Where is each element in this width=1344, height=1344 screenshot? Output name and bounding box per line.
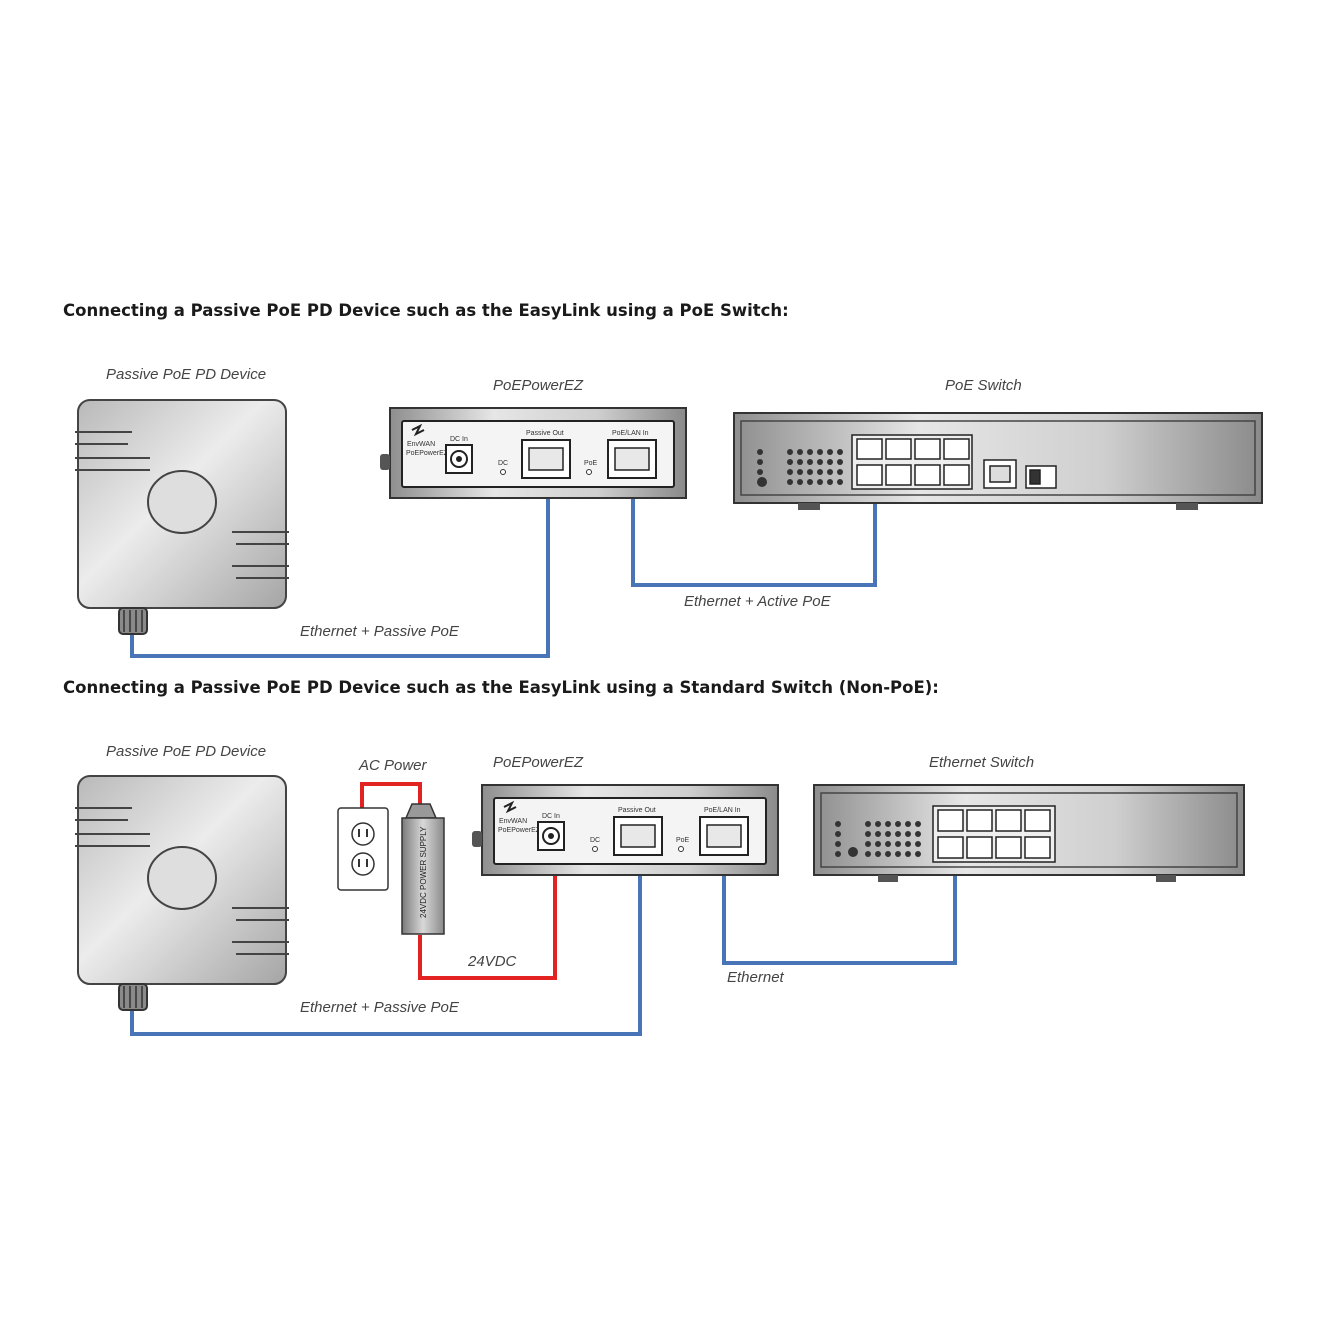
s2-24vdc-power-supply: 24VDC POWER SUPPLY [401, 803, 445, 935]
s2-passive-out-text: Passive Out [618, 807, 656, 814]
s2-cable-ethernet-passive-poe [130, 855, 642, 1036]
s1-cable-device-label: Ethernet + Passive PoE [300, 623, 459, 640]
s1-passive-out-text: Passive Out [526, 430, 564, 437]
s1-poe-led-text: PoE [584, 460, 598, 467]
s1-poe-switch [733, 412, 1263, 510]
s2-poe-lan-in-text: PoE/LAN In [704, 807, 741, 814]
s2-poe-led-text: PoE [676, 837, 690, 844]
s2-dc-led-text: DC [590, 837, 600, 844]
s2-device-label: Passive PoE PD Device [106, 743, 267, 760]
s2-cable-ethernet [722, 855, 957, 965]
s1-poe-lan-in-text: PoE/LAN In [612, 430, 649, 437]
s1-passive-poe-pd-device [75, 399, 289, 635]
s2-switch-label: Ethernet Switch [929, 754, 1035, 771]
s2-switch-leds [835, 821, 921, 857]
s2-dc-label: 24VDC [468, 953, 517, 970]
s1-cable-ethernet-passive-poe [130, 478, 550, 658]
s2-cable-device-label: Ethernet + Passive PoE [300, 999, 459, 1016]
s2-injector-label: PoEPowerEZ [493, 754, 584, 771]
s1-cable-ethernet-active-poe [631, 478, 877, 587]
s2-ac-outlet [337, 807, 389, 891]
s1-dc-led-text: DC [498, 460, 508, 467]
s1-switch-ports [851, 434, 1057, 490]
s2-injector-brand: EnvWAN [499, 818, 527, 825]
s2-cable-switch-label: Ethernet [727, 969, 784, 986]
s1-dc-in-text: DC In [450, 436, 468, 443]
s2-passive-poe-pd-device [75, 775, 289, 1011]
s2-dc-in-text: DC In [542, 813, 560, 820]
section2-heading: Connecting a Passive PoE PD Device such … [63, 678, 939, 697]
s1-poepowerez-injector: EnvWAN PoEPowerEZ DC In DC Passive Out P… [380, 407, 687, 499]
s1-switch-label: PoE Switch [945, 377, 1022, 394]
s1-switch-leds [757, 449, 843, 487]
s1-injector-label: PoEPowerEZ [493, 377, 584, 394]
s2-ethernet-switch [813, 784, 1245, 882]
s2-psu-label: 24VDC POWER SUPPLY [419, 826, 428, 918]
s1-cable-switch-label: Ethernet + Active PoE [684, 593, 831, 610]
s1-device-label: Passive PoE PD Device [106, 366, 267, 383]
s2-ac-label: AC Power [359, 757, 427, 774]
section1-heading: Connecting a Passive PoE PD Device such … [63, 301, 789, 320]
s2-cable-24vdc [418, 836, 557, 980]
s1-injector-brand: EnvWAN [407, 441, 435, 448]
s2-poepowerez-injector: EnvWAN PoEPowerEZ DC In DC Passive Out P… [472, 784, 779, 876]
s2-injector-model: PoEPowerEZ [498, 827, 541, 834]
s1-injector-model: PoEPowerEZ [406, 450, 449, 457]
s2-switch-ports [932, 805, 1056, 863]
